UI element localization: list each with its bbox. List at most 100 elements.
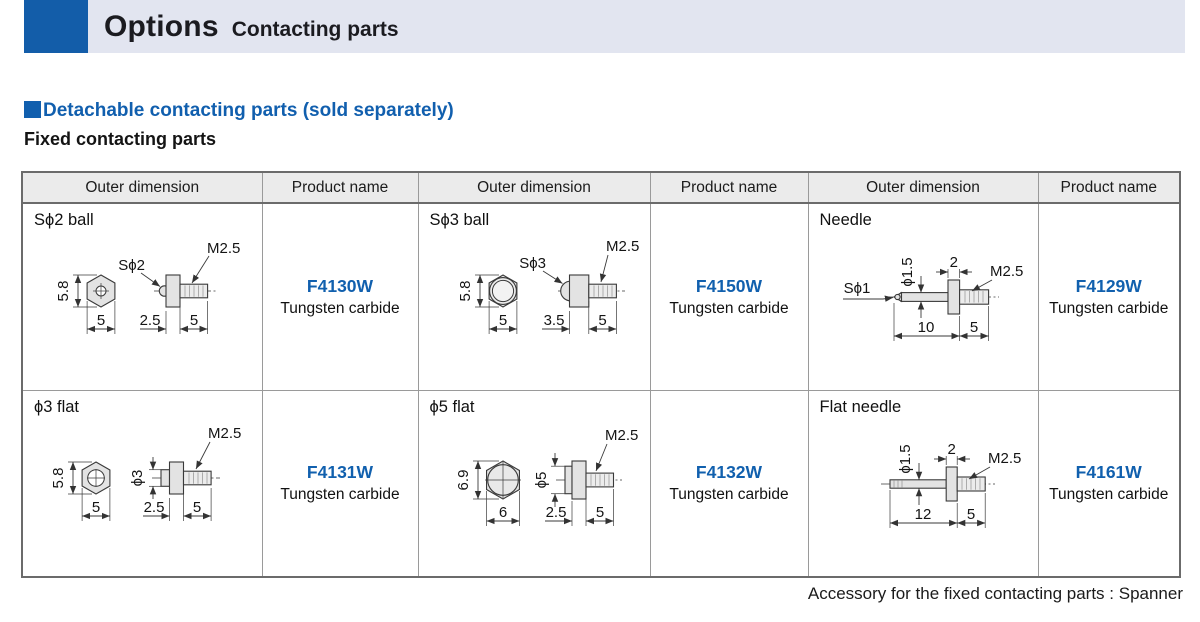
- product-material: Tungsten carbide: [669, 299, 789, 317]
- dim-len-a-label: 2.5: [144, 499, 165, 516]
- cell-product-f4129w: F4129W Tungsten carbide: [1037, 202, 1181, 391]
- front-view: 5.8 5: [55, 274, 116, 334]
- parts-table: Outer dimension Product name Outer dimen…: [21, 171, 1181, 578]
- title-bar-blue-square: [24, 0, 88, 53]
- dim-len-b-label: 5: [190, 312, 198, 329]
- blue-square-bullet-icon: [24, 101, 41, 118]
- product-name: F4161W: [1075, 462, 1142, 483]
- technical-drawing-s-phi3-ball: 5.8 5 Sϕ3 M2: [457, 238, 639, 334]
- page-title-main: Options: [104, 9, 219, 43]
- cell-phi3-flat: ϕ3 flat 5.8 5: [21, 389, 263, 578]
- technical-drawing-needle: Sϕ1 ϕ1.5 2 M2.5 10: [842, 254, 1023, 341]
- tip-label: Sϕ3: [519, 255, 546, 272]
- thread-label: M2.5: [606, 238, 639, 255]
- part-title: Needle: [819, 211, 872, 229]
- part-title: ϕ5 flat: [429, 397, 475, 416]
- dim-len-a-label: 10: [917, 319, 934, 336]
- dia-label: ϕ3: [129, 469, 146, 486]
- cell-product-f4132w: F4132W Tungsten carbide: [649, 389, 809, 578]
- part-title: Flat needle: [819, 397, 902, 416]
- technical-drawing-flat-needle: ϕ1.5 2 M2.5 12 5: [880, 441, 1021, 528]
- product-name: F4130W: [306, 275, 374, 296]
- thread-label: M2.5: [605, 427, 638, 444]
- front-view: 6.9 6: [455, 459, 521, 526]
- cell-product-f4150w: F4150W Tungsten carbide: [649, 202, 809, 391]
- dim-len-a-label: 2.5: [140, 312, 161, 329]
- technical-drawing-phi5-flat: 6.9 6 ϕ5: [455, 427, 638, 526]
- front-view: 5.8 5: [457, 274, 517, 334]
- accessory-footnote: Accessory for the fixed contacting parts…: [807, 584, 1183, 603]
- col-header-product-name-3: Product name: [1037, 171, 1181, 204]
- col-header-product-name-1: Product name: [261, 171, 419, 204]
- dim-height-label: 5.8: [50, 467, 67, 488]
- dia-label: ϕ1.5: [897, 444, 914, 473]
- col-header-product-name-2: Product name: [649, 171, 809, 204]
- cell-product-f4161w: F4161W Tungsten carbide: [1037, 389, 1181, 578]
- cell-s-phi3-ball: Sϕ3 ball 5.8 5: [417, 202, 651, 391]
- dim-len-a-label: 2.5: [545, 504, 566, 521]
- section-heading: Detachable contacting parts (sold separa…: [24, 100, 454, 122]
- parts-table-wrapper: Outer dimension Product name Outer dimen…: [21, 171, 1181, 578]
- dim-len-a-label: 3.5: [543, 312, 564, 329]
- part-title: Sϕ2 ball: [34, 211, 94, 229]
- product-material: Tungsten carbide: [1049, 486, 1169, 504]
- thread-label: M2.5: [988, 450, 1021, 467]
- product-name: F4150W: [695, 275, 763, 296]
- product-material: Tungsten carbide: [1049, 299, 1169, 317]
- dim-width-label: 6: [498, 504, 506, 521]
- product-material: Tungsten carbide: [280, 299, 400, 317]
- table-header-row: Outer dimension Product name Outer dimen…: [21, 171, 1181, 204]
- dim-width-label: 5: [97, 312, 105, 329]
- dim-width-label: 5: [92, 499, 100, 516]
- side-view: ϕ5 M2.5 2.5 5: [533, 427, 638, 526]
- product-name: F4132W: [695, 462, 763, 483]
- dim-len-b-label: 5: [193, 499, 201, 516]
- page-title: Options Contacting parts: [88, 10, 399, 44]
- tip-label: Sϕ2: [118, 257, 145, 274]
- side-view: Sϕ3 M2.5 3.5 5: [519, 238, 639, 334]
- thread-label: M2.5: [990, 263, 1023, 280]
- section-subheading: Fixed contacting parts: [24, 129, 217, 149]
- side-view: Sϕ2 M2.5 2.5 5: [118, 240, 240, 334]
- dim-len-b-label: 5: [595, 504, 603, 521]
- page-title-bar: Options Contacting parts: [0, 0, 1185, 53]
- title-bar-left-margin: [0, 0, 24, 53]
- page-title-sub: Contacting parts: [231, 17, 399, 41]
- cell-s-phi2-ball: Sϕ2 ball 5.8 5: [21, 202, 263, 391]
- section-heading-text: Detachable contacting parts (sold separa…: [43, 100, 454, 121]
- dia-label: ϕ1.5: [899, 257, 916, 286]
- cell-phi5-flat: ϕ5 flat 6.9 6: [417, 389, 651, 578]
- table-row: ϕ3 flat 5.8 5: [21, 389, 1181, 578]
- col-header-outer-dimension-1: Outer dimension: [21, 171, 263, 204]
- dim-len-a-label: 12: [914, 506, 931, 523]
- nut-width-label: 2: [947, 441, 955, 458]
- part-title: ϕ3 flat: [34, 397, 80, 416]
- dim-height-label: 5.8: [457, 281, 474, 302]
- cell-needle: Needle Sϕ1 ϕ1.5: [807, 202, 1039, 391]
- part-title: Sϕ3 ball: [429, 211, 490, 229]
- nut-width-label: 2: [949, 254, 957, 271]
- thread-label: M2.5: [207, 240, 240, 257]
- table-row: Sϕ2 ball 5.8 5: [21, 202, 1181, 391]
- dia-label: ϕ5: [533, 471, 550, 488]
- title-bar-background: Options Contacting parts: [88, 0, 1185, 53]
- dim-width-label: 5: [498, 312, 506, 329]
- product-material: Tungsten carbide: [280, 486, 400, 504]
- product-material: Tungsten carbide: [669, 486, 789, 504]
- cell-product-f4130w: F4130W Tungsten carbide: [261, 202, 419, 391]
- cell-product-f4131w: F4131W Tungsten carbide: [261, 389, 419, 578]
- product-name: F4129W: [1075, 275, 1142, 296]
- front-view: 5.8 5: [50, 460, 111, 521]
- side-view: ϕ3 M2.5 2.5 5: [129, 425, 241, 521]
- technical-drawing-s-phi2-ball: 5.8 5 Sϕ2: [55, 240, 240, 334]
- dim-height-label: 5.8: [55, 281, 72, 302]
- product-name: F4131W: [306, 462, 374, 483]
- technical-drawing-phi3-flat: 5.8 5 ϕ3: [50, 425, 241, 521]
- dim-len-b-label: 5: [598, 312, 606, 329]
- col-header-outer-dimension-3: Outer dimension: [807, 171, 1039, 204]
- dim-height-label: 6.9: [455, 469, 472, 490]
- col-header-outer-dimension-2: Outer dimension: [417, 171, 651, 204]
- thread-label: M2.5: [208, 425, 241, 442]
- side-view: Sϕ1 ϕ1.5 2 M2.5 10: [842, 254, 1023, 341]
